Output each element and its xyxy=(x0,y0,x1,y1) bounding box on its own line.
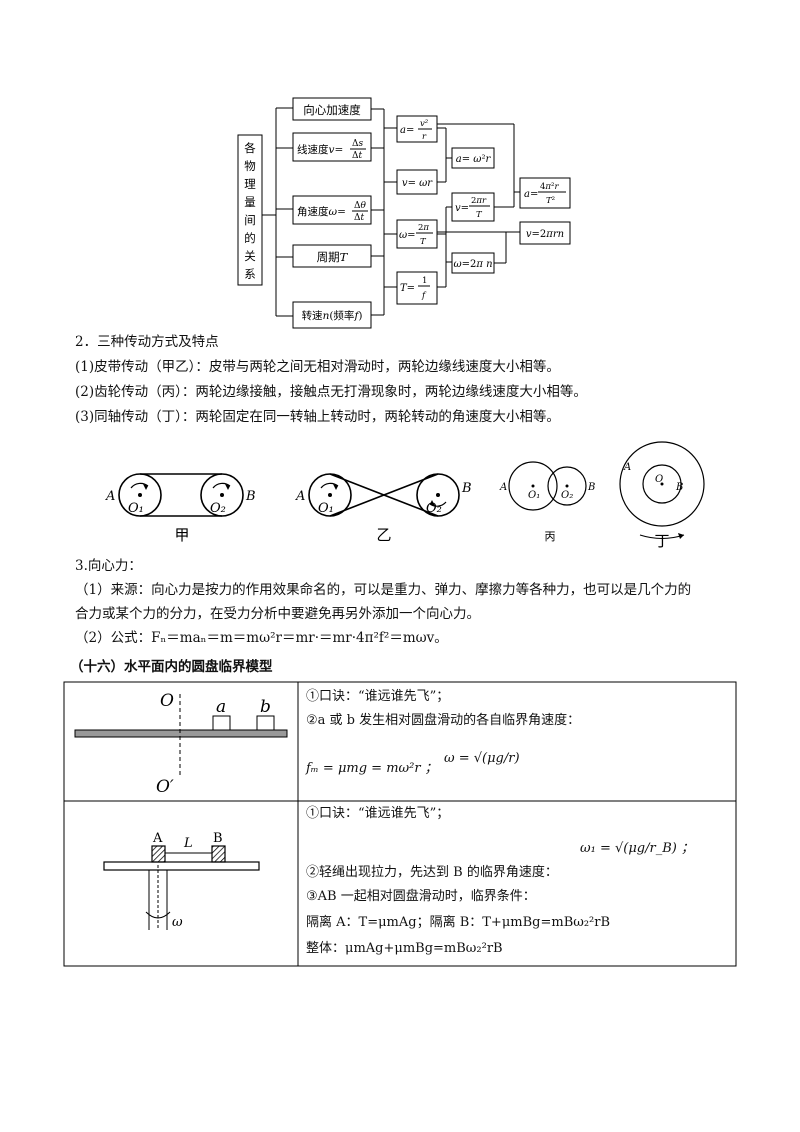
caption-yi: 乙 xyxy=(376,526,391,544)
frac-num: 2πr xyxy=(471,196,487,206)
frac-den: f xyxy=(421,291,427,301)
box-period: 周期T xyxy=(317,250,349,264)
section2-item-coaxial: (3)同轴传动（丁）：两轮固定在同一转轴上转动时，两轮转动的角速度大小相等。 xyxy=(75,409,560,425)
frac-num: 4π²r xyxy=(540,182,559,192)
label-O2: O₂ xyxy=(561,490,573,501)
frac-den: T xyxy=(476,210,483,220)
far-v-2prn: v=2πrn xyxy=(526,229,564,240)
frac-num: 1 xyxy=(422,276,427,286)
right-a-omega2-r: a= ω²r xyxy=(456,154,492,165)
label-A: A xyxy=(623,462,631,473)
caption-ding: 丁 xyxy=(654,532,669,550)
frac-num: Δθ xyxy=(354,201,367,211)
relationship-diagram: 各 物 理 量 间 的 关 系 向心加速度 线速度v= Δs Δt 角速度ω= … xyxy=(237,97,571,329)
frac-den: T² xyxy=(546,196,555,206)
mid-T-1-f: T= xyxy=(400,283,415,294)
frac-num: v² xyxy=(420,119,429,129)
row1-line2: ②a 或 b 发生相对圆盘滑动的各自临界角速度： xyxy=(306,713,581,728)
label-L: L xyxy=(183,836,193,851)
label-b: b xyxy=(260,697,271,717)
label-B: B xyxy=(675,482,683,493)
label-O2: O₂ xyxy=(426,501,442,516)
row2-line3: ③AB 一起相对圆盘滑动时，临界条件： xyxy=(306,889,536,904)
frac-num: Δs xyxy=(352,139,364,149)
section3-formula: （2）公式：Fₙ＝maₙ＝m＝mω²r＝mr·＝mr·4π²f²＝mωv。 xyxy=(75,630,448,646)
box-centripetal-accel: 向心加速度 xyxy=(303,103,361,117)
label-a: a xyxy=(216,697,226,717)
frac-den: Δt xyxy=(354,213,365,223)
mid-v-omega-r: v= ωr xyxy=(402,178,433,189)
mid-omega-2pi-T: ω= xyxy=(399,230,416,241)
root-label-char: 的 xyxy=(244,231,256,245)
label-A: A xyxy=(152,831,163,846)
caption-bing: 丙 xyxy=(545,530,556,543)
row2-line5: 整体：μmAg+μmBg=mBω₂²rB xyxy=(306,941,503,956)
row1-line1: ①口诀：“谁远谁先飞”； xyxy=(306,689,450,704)
root-label-char: 间 xyxy=(244,213,256,227)
right-v-2pi-T: v= xyxy=(455,203,469,214)
label-B: B xyxy=(587,482,595,493)
label-O: O xyxy=(160,691,174,711)
critical-model-table: O O′ a b A B L ω xyxy=(63,681,737,967)
root-label-char: 量 xyxy=(244,195,256,209)
root-label-char: 关 xyxy=(244,249,256,263)
frac-den: r xyxy=(422,132,427,142)
label-O-prime: O′ xyxy=(156,777,174,797)
row1-formula-left: fₘ = μmg = mω²r ； xyxy=(306,761,438,776)
mid-a-v2r: a= xyxy=(400,125,414,136)
root-label-char: 物 xyxy=(244,159,256,173)
label-A: A xyxy=(295,489,305,504)
section2-heading: 2．三种传动方式及特点 xyxy=(75,334,219,350)
row2-line4: 隔离 A：T=μmAg；隔离 B：T+μmBg=mBω₂²rB xyxy=(306,915,611,930)
section3-source-line2: 合力或某个力的分力，在受力分析中要避免再另外添加一个向心力。 xyxy=(75,606,480,622)
label-omega: ω xyxy=(172,915,183,930)
section2-item-belt: (1)皮带传动（甲乙）：皮带与两轮之间无相对滑动时，两轮边缘线速度大小相等。 xyxy=(75,359,560,375)
label-B: B xyxy=(245,489,256,504)
far-a-4pi2r-T2: a= xyxy=(524,189,538,200)
label-B: B xyxy=(461,481,472,496)
box-angular-velocity: 角速度ω= xyxy=(297,205,346,218)
root-label-char: 各 xyxy=(244,141,256,155)
label-A: A xyxy=(499,482,507,493)
root-label-char: 理 xyxy=(244,177,256,191)
label-O1: O₁ xyxy=(318,501,334,516)
frac-den: T xyxy=(420,237,427,247)
transmission-figures: A B O₁ O₂ A B O₁ O₂ A B O₁ O₂ A B O 甲 乙 … xyxy=(105,441,705,550)
caption-jia: 甲 xyxy=(174,526,189,544)
section16-heading: （十六）水平面内的圆盘临界模型 xyxy=(70,659,273,675)
label-O1: O₁ xyxy=(528,490,540,501)
row2-formula-top: ω₁ = √(μg/r_B) ； xyxy=(580,841,694,856)
label-B: B xyxy=(213,831,223,846)
section3-source-line1: （1）来源：向心力是按力的作用效果命名的，可以是重力、弹力、摩擦力等各种力，也可… xyxy=(75,582,692,598)
label-A: A xyxy=(105,489,115,504)
label-O1: O₁ xyxy=(128,501,144,516)
label-O: O xyxy=(655,474,663,485)
frac-den: Δt xyxy=(352,151,363,161)
row2-line2: ②轻绳出现拉力，先达到 B 的临界角速度： xyxy=(306,865,558,880)
box-linear-velocity: 线速度v= xyxy=(297,143,343,156)
root-label-char: 系 xyxy=(244,267,256,281)
frac-num: 2π xyxy=(418,223,429,233)
right-omega-2pi-n: ω=2π n xyxy=(453,259,492,270)
box-rotation-speed: 转速n(频率f) xyxy=(302,309,363,322)
section2-item-gear: (2)齿轮传动（丙）：两轮边缘接触，接触点无打滑现象时，两轮边缘线速度大小相等。 xyxy=(75,384,587,400)
section3-heading: 3.向心力： xyxy=(75,558,142,574)
label-O2: O₂ xyxy=(210,501,226,516)
row1-formula-right: ω = √(μg/r) xyxy=(444,751,520,766)
row2-line1: ①口诀：“谁远谁先飞”； xyxy=(306,806,450,821)
